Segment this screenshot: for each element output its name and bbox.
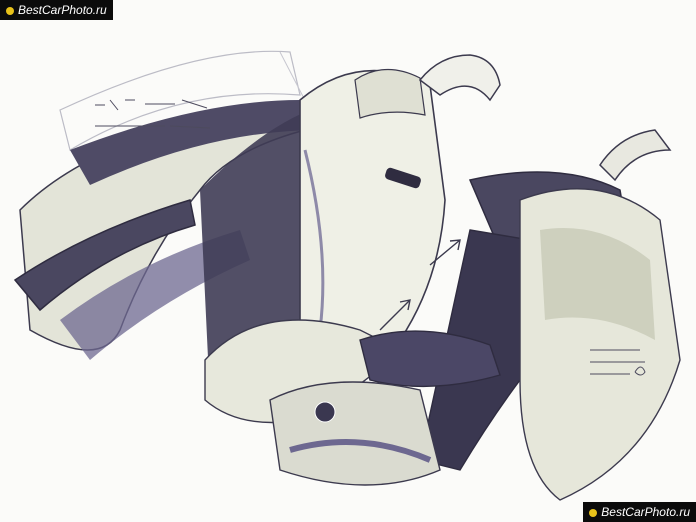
passenger-shadow xyxy=(540,228,655,340)
logo-icon xyxy=(6,6,14,15)
feature-arrows xyxy=(379,239,461,331)
seat-cushion xyxy=(204,319,402,424)
annotation-strokes-right xyxy=(590,349,646,376)
seat-headrest xyxy=(354,68,426,119)
door-outline xyxy=(59,50,301,151)
watermark-bottom-text: BestCarPhoto.ru xyxy=(601,505,690,519)
console-trim xyxy=(289,439,432,463)
watermark-top: BestCarPhoto.ru xyxy=(0,0,113,20)
watermark-bottom: BestCarPhoto.ru xyxy=(583,502,696,522)
door-top-rail xyxy=(70,100,320,185)
console-knob xyxy=(314,401,336,423)
watermark-top-text: BestCarPhoto.ru xyxy=(18,3,107,17)
console-body xyxy=(269,381,441,486)
console-lid xyxy=(359,330,501,388)
logo-icon xyxy=(589,508,598,517)
door-armrest xyxy=(13,199,196,312)
roll-bar-right xyxy=(599,129,672,182)
seat-bolster xyxy=(303,149,325,331)
roll-bar-left xyxy=(418,54,501,102)
door-pocket xyxy=(60,230,250,360)
annotation-strokes-top xyxy=(95,99,211,129)
seat-slot xyxy=(385,167,421,189)
